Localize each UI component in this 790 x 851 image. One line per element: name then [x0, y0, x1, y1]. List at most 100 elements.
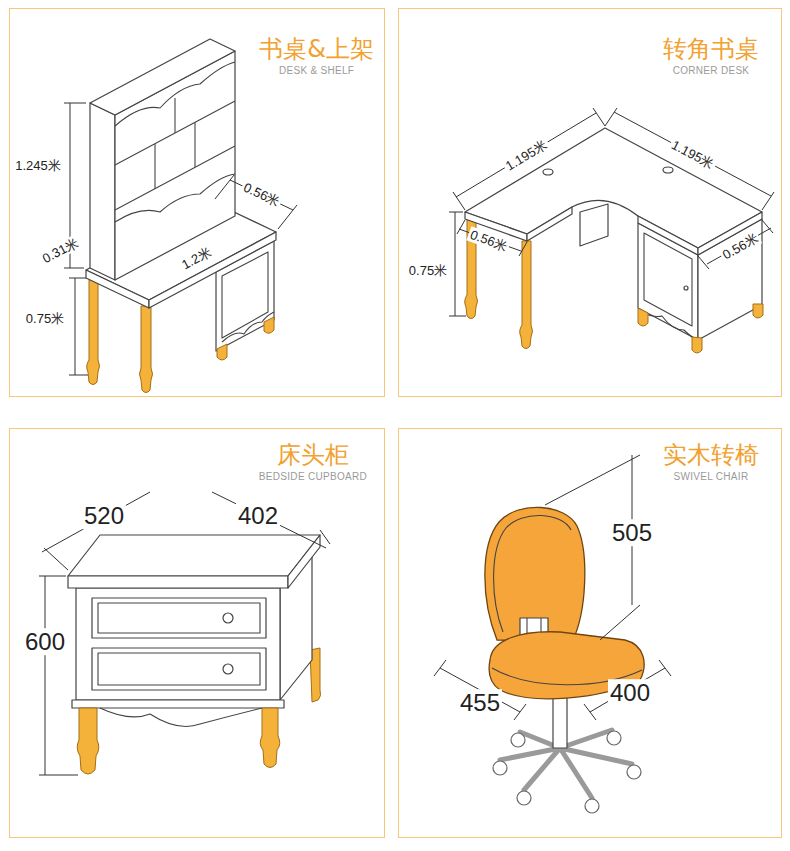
shelf-divider	[154, 144, 155, 189]
dimension-label-holder: 402	[236, 502, 280, 530]
dimension-label: 0.75米	[24, 311, 66, 326]
dimension-label-holder: 0.75米	[407, 261, 449, 279]
top-edge	[68, 576, 288, 588]
dimension-label-holder: 520	[82, 502, 126, 530]
dimension-label: 505	[610, 519, 654, 546]
cupboard-leg	[77, 708, 99, 774]
dimension-line	[449, 212, 466, 316]
panel-heading: 书桌&上架	[259, 35, 374, 64]
panel-heading: 转角书桌	[663, 35, 759, 64]
cabinet-apron	[640, 312, 698, 340]
product-panel: 书桌&上架DESK & SHELF	[9, 8, 385, 397]
shelf-apron	[115, 174, 235, 222]
desk-leg	[520, 241, 533, 349]
panel-subheading: SWIVEL CHAIR	[663, 470, 759, 483]
dimension-line	[212, 492, 330, 548]
cabinet-foot	[264, 317, 274, 333]
drawer-knob	[223, 664, 233, 674]
drawer	[92, 648, 266, 690]
dimension-label: 0.56米	[718, 230, 762, 264]
caster	[607, 731, 621, 745]
drawer-panel	[98, 653, 260, 685]
dimension-label: 0.31米	[38, 234, 82, 267]
dimension-label-holder: 455	[458, 689, 502, 717]
panel-heading: 床头柜	[259, 441, 367, 470]
dimension-label-holder: 600	[23, 628, 67, 656]
dimension-line	[584, 660, 671, 720]
dimension-label-holder: 0.31米	[37, 232, 83, 268]
cabinet-foot	[638, 308, 648, 326]
dimension-label-holder: 0.75米	[24, 309, 66, 327]
desk-edge	[527, 207, 572, 241]
dimension-label: 0.56米	[239, 179, 284, 210]
dimension-label: 1.2米	[177, 244, 215, 274]
dimension-line	[605, 108, 774, 210]
dimension-label-holder: 0.56米	[239, 177, 285, 211]
panel-heading: 实木转椅	[663, 441, 759, 470]
back-panel	[580, 204, 608, 246]
panel-title: 转角书桌CORNER DESK	[663, 35, 759, 77]
dimension-line	[545, 455, 640, 640]
top-face	[68, 535, 320, 576]
dimension-line	[434, 660, 526, 720]
dimension-label: 1.245米	[13, 158, 63, 173]
dimension-label: 400	[608, 679, 652, 706]
dimension-label: 1.195米	[667, 136, 718, 173]
dimension-label: 520	[82, 502, 126, 529]
dimension-line	[698, 220, 773, 269]
cable-hole	[663, 167, 673, 173]
dimension-line	[457, 220, 527, 256]
dimension-label-holder: 1.195米	[667, 134, 719, 173]
dimension-label: 402	[236, 502, 280, 529]
caster	[517, 791, 531, 805]
gas-lift	[553, 692, 567, 748]
dimension-label-holder: 0.56米	[717, 228, 763, 264]
dimension-label: 455	[458, 689, 502, 716]
panel-subheading: CORNER DESK	[663, 64, 759, 77]
chair-back-edge	[494, 515, 571, 632]
cupboard-leg	[260, 708, 280, 768]
dimension-line	[215, 175, 297, 229]
cabinet-foot	[753, 304, 763, 318]
cabinet-foot	[692, 337, 702, 353]
drawer-knob	[223, 613, 233, 623]
product-panel: 实木转椅SWIVEL CHAIR	[398, 428, 782, 838]
desk-drawing	[64, 39, 297, 393]
cabinet-foot	[217, 344, 227, 360]
shelf-top	[90, 39, 235, 115]
desk-top	[465, 128, 762, 248]
cupboard-front	[76, 588, 280, 700]
dimension-label-holder: 400	[608, 679, 652, 707]
drawer	[92, 598, 266, 638]
dimension-label: 1.195米	[501, 136, 551, 174]
panel-subheading: BEDSIDE CUPBOARD	[259, 470, 367, 483]
dimension-label: 600	[23, 628, 67, 655]
dimension-line	[42, 492, 150, 570]
cabinet-apron	[222, 312, 274, 342]
chair-drawing	[434, 455, 671, 813]
panel-subheading: DESK & SHELF	[259, 64, 374, 77]
product-panel: 转角书桌CORNER DESK	[398, 8, 782, 397]
shelf-divider	[174, 98, 175, 133]
desk-leg	[87, 279, 100, 385]
panel-title: 书桌&上架DESK & SHELF	[259, 35, 374, 77]
apron	[100, 708, 262, 726]
cable-hole	[543, 169, 553, 175]
caster	[627, 765, 641, 779]
corner-desk-drawing	[449, 108, 774, 353]
dimension-label-holder: 0.56米	[466, 224, 512, 255]
door-knob	[684, 286, 688, 290]
plinth	[72, 700, 284, 708]
panel-title: 床头柜BEDSIDE CUPBOARD	[259, 441, 367, 483]
dimension-label: 0.75米	[407, 263, 449, 278]
caster	[511, 733, 525, 747]
desk-edge	[638, 216, 698, 255]
panel-title: 实木转椅SWIVEL CHAIR	[663, 441, 759, 483]
caster	[493, 761, 507, 775]
drawer-panel	[98, 603, 260, 633]
shelf-divider	[194, 122, 195, 167]
dimension-label-holder: 1.2米	[176, 242, 215, 274]
